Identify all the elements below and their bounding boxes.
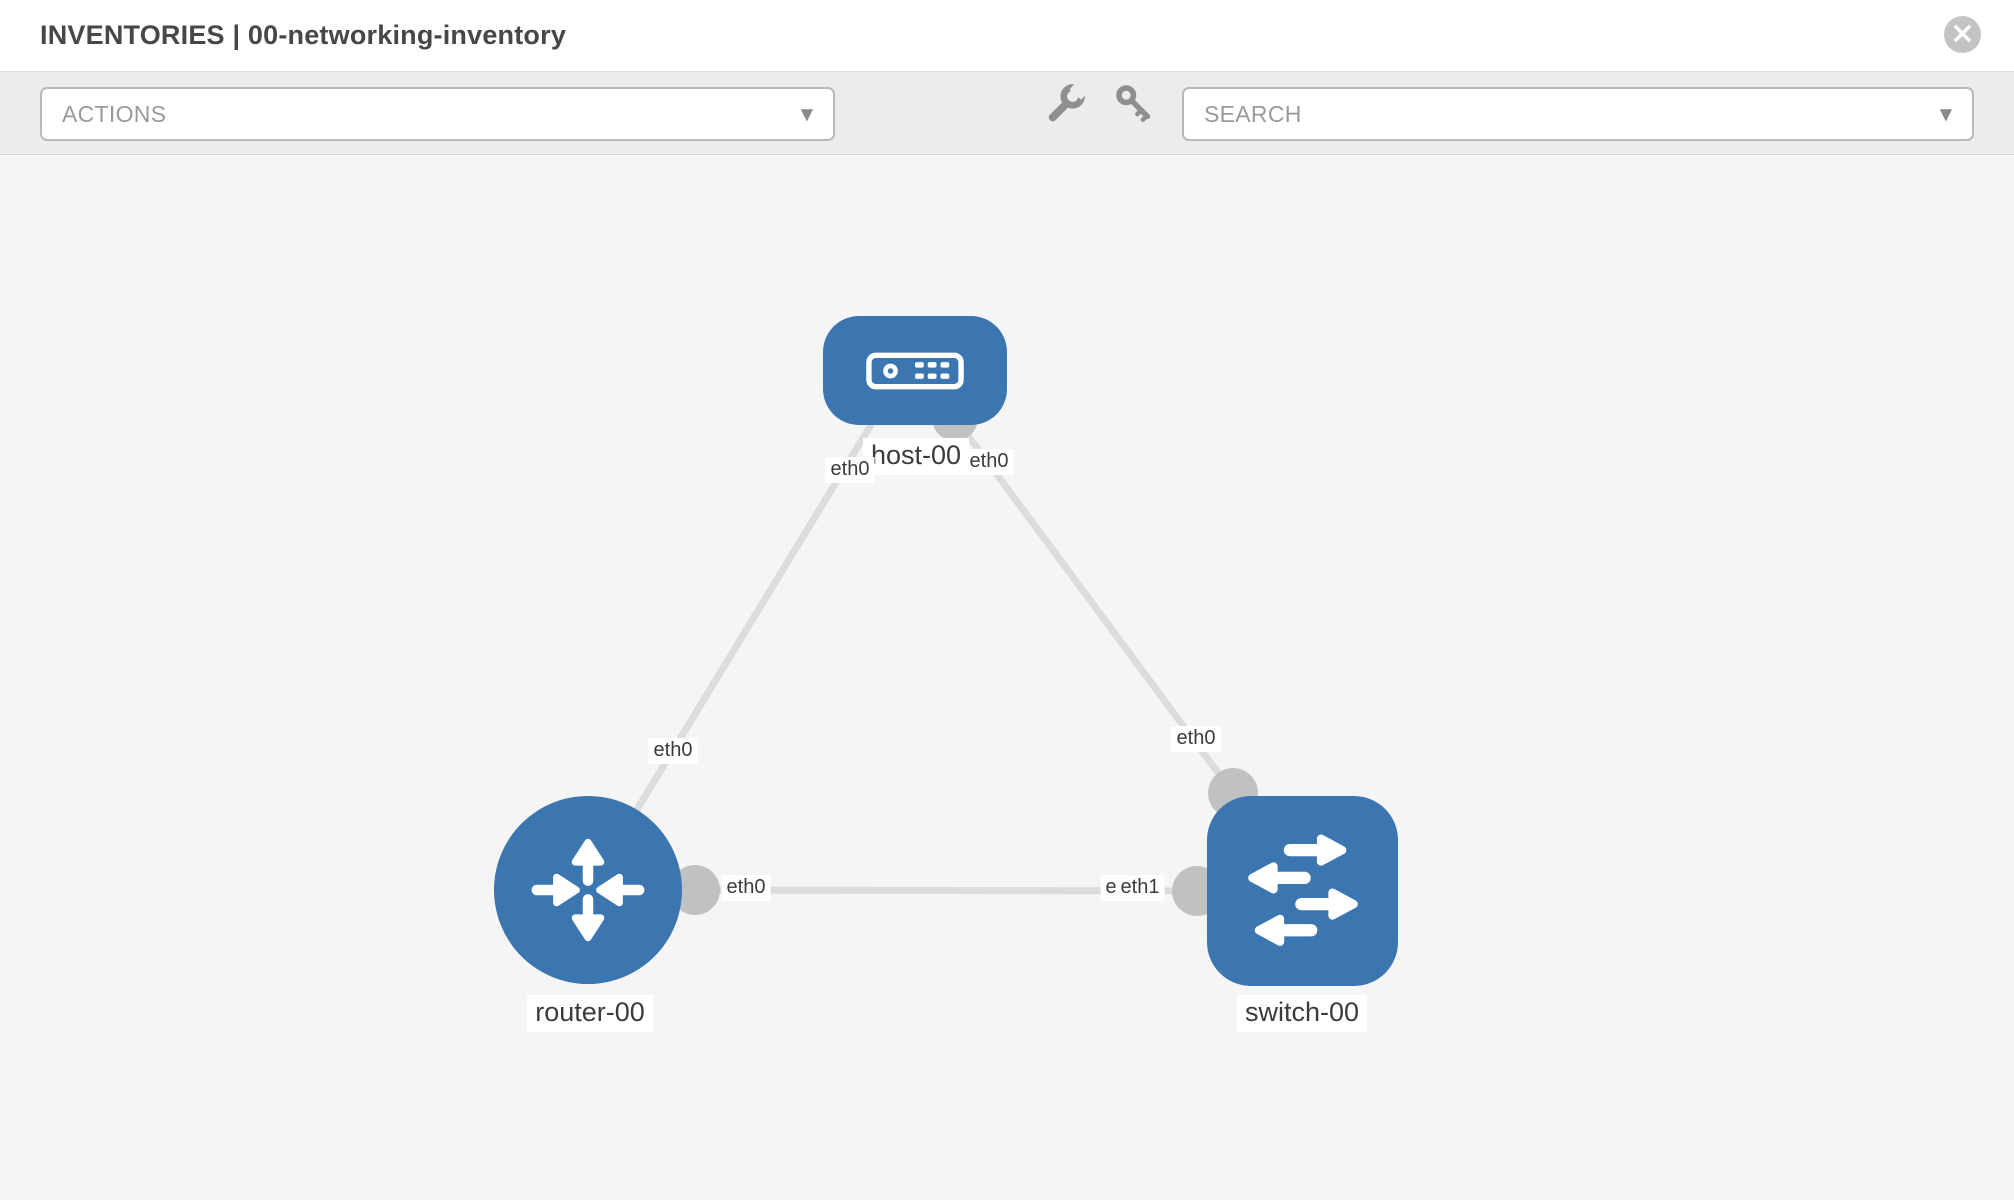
interface-label: eth0 — [964, 449, 1014, 475]
toolbar: ACTIONS ▼ SEARCH ▼ — [0, 71, 2014, 155]
interface-label: eth0 — [648, 738, 698, 764]
wrench-icon[interactable] — [1046, 80, 1090, 123]
key-icon[interactable] — [1114, 83, 1154, 123]
switch-icon — [1247, 834, 1358, 946]
chevron-down-icon: ▼ — [800, 104, 813, 124]
node-label-router-00: router-00 — [527, 995, 653, 1032]
interface-label: eth0 — [1171, 726, 1221, 752]
router-icon — [531, 838, 645, 942]
actions-dropdown[interactable]: ACTIONS ▼ — [40, 87, 835, 141]
close-button[interactable]: × — [1944, 16, 1981, 53]
chevron-down-icon: ▼ — [1939, 104, 1952, 124]
search-dropdown-label: SEARCH — [1204, 100, 1302, 127]
interface-label: eth1 — [1115, 875, 1165, 901]
header: INVENTORIES | 00-networking-inventory × — [0, 0, 2014, 71]
page-title: INVENTORIES | 00-networking-inventory — [40, 20, 567, 50]
node-router-00[interactable] — [494, 796, 682, 984]
actions-dropdown-label: ACTIONS — [62, 100, 167, 127]
search-dropdown[interactable]: SEARCH ▼ — [1182, 87, 1974, 141]
node-label-switch-00: switch-00 — [1236, 995, 1368, 1032]
close-icon: × — [1949, 16, 1976, 51]
node-switch-00[interactable] — [1207, 796, 1398, 986]
interface-label: eth0 — [721, 875, 771, 901]
node-host-00[interactable] — [823, 316, 1007, 425]
node-label-host-00: host-00 — [862, 438, 970, 475]
interface-label: eth0 — [825, 457, 875, 483]
topology-links[interactable] — [0, 156, 2014, 1200]
host-icon — [866, 352, 964, 389]
topology-canvas[interactable]: host-00 router-00 switch-00 eth0 eth0 et… — [0, 156, 2014, 1200]
